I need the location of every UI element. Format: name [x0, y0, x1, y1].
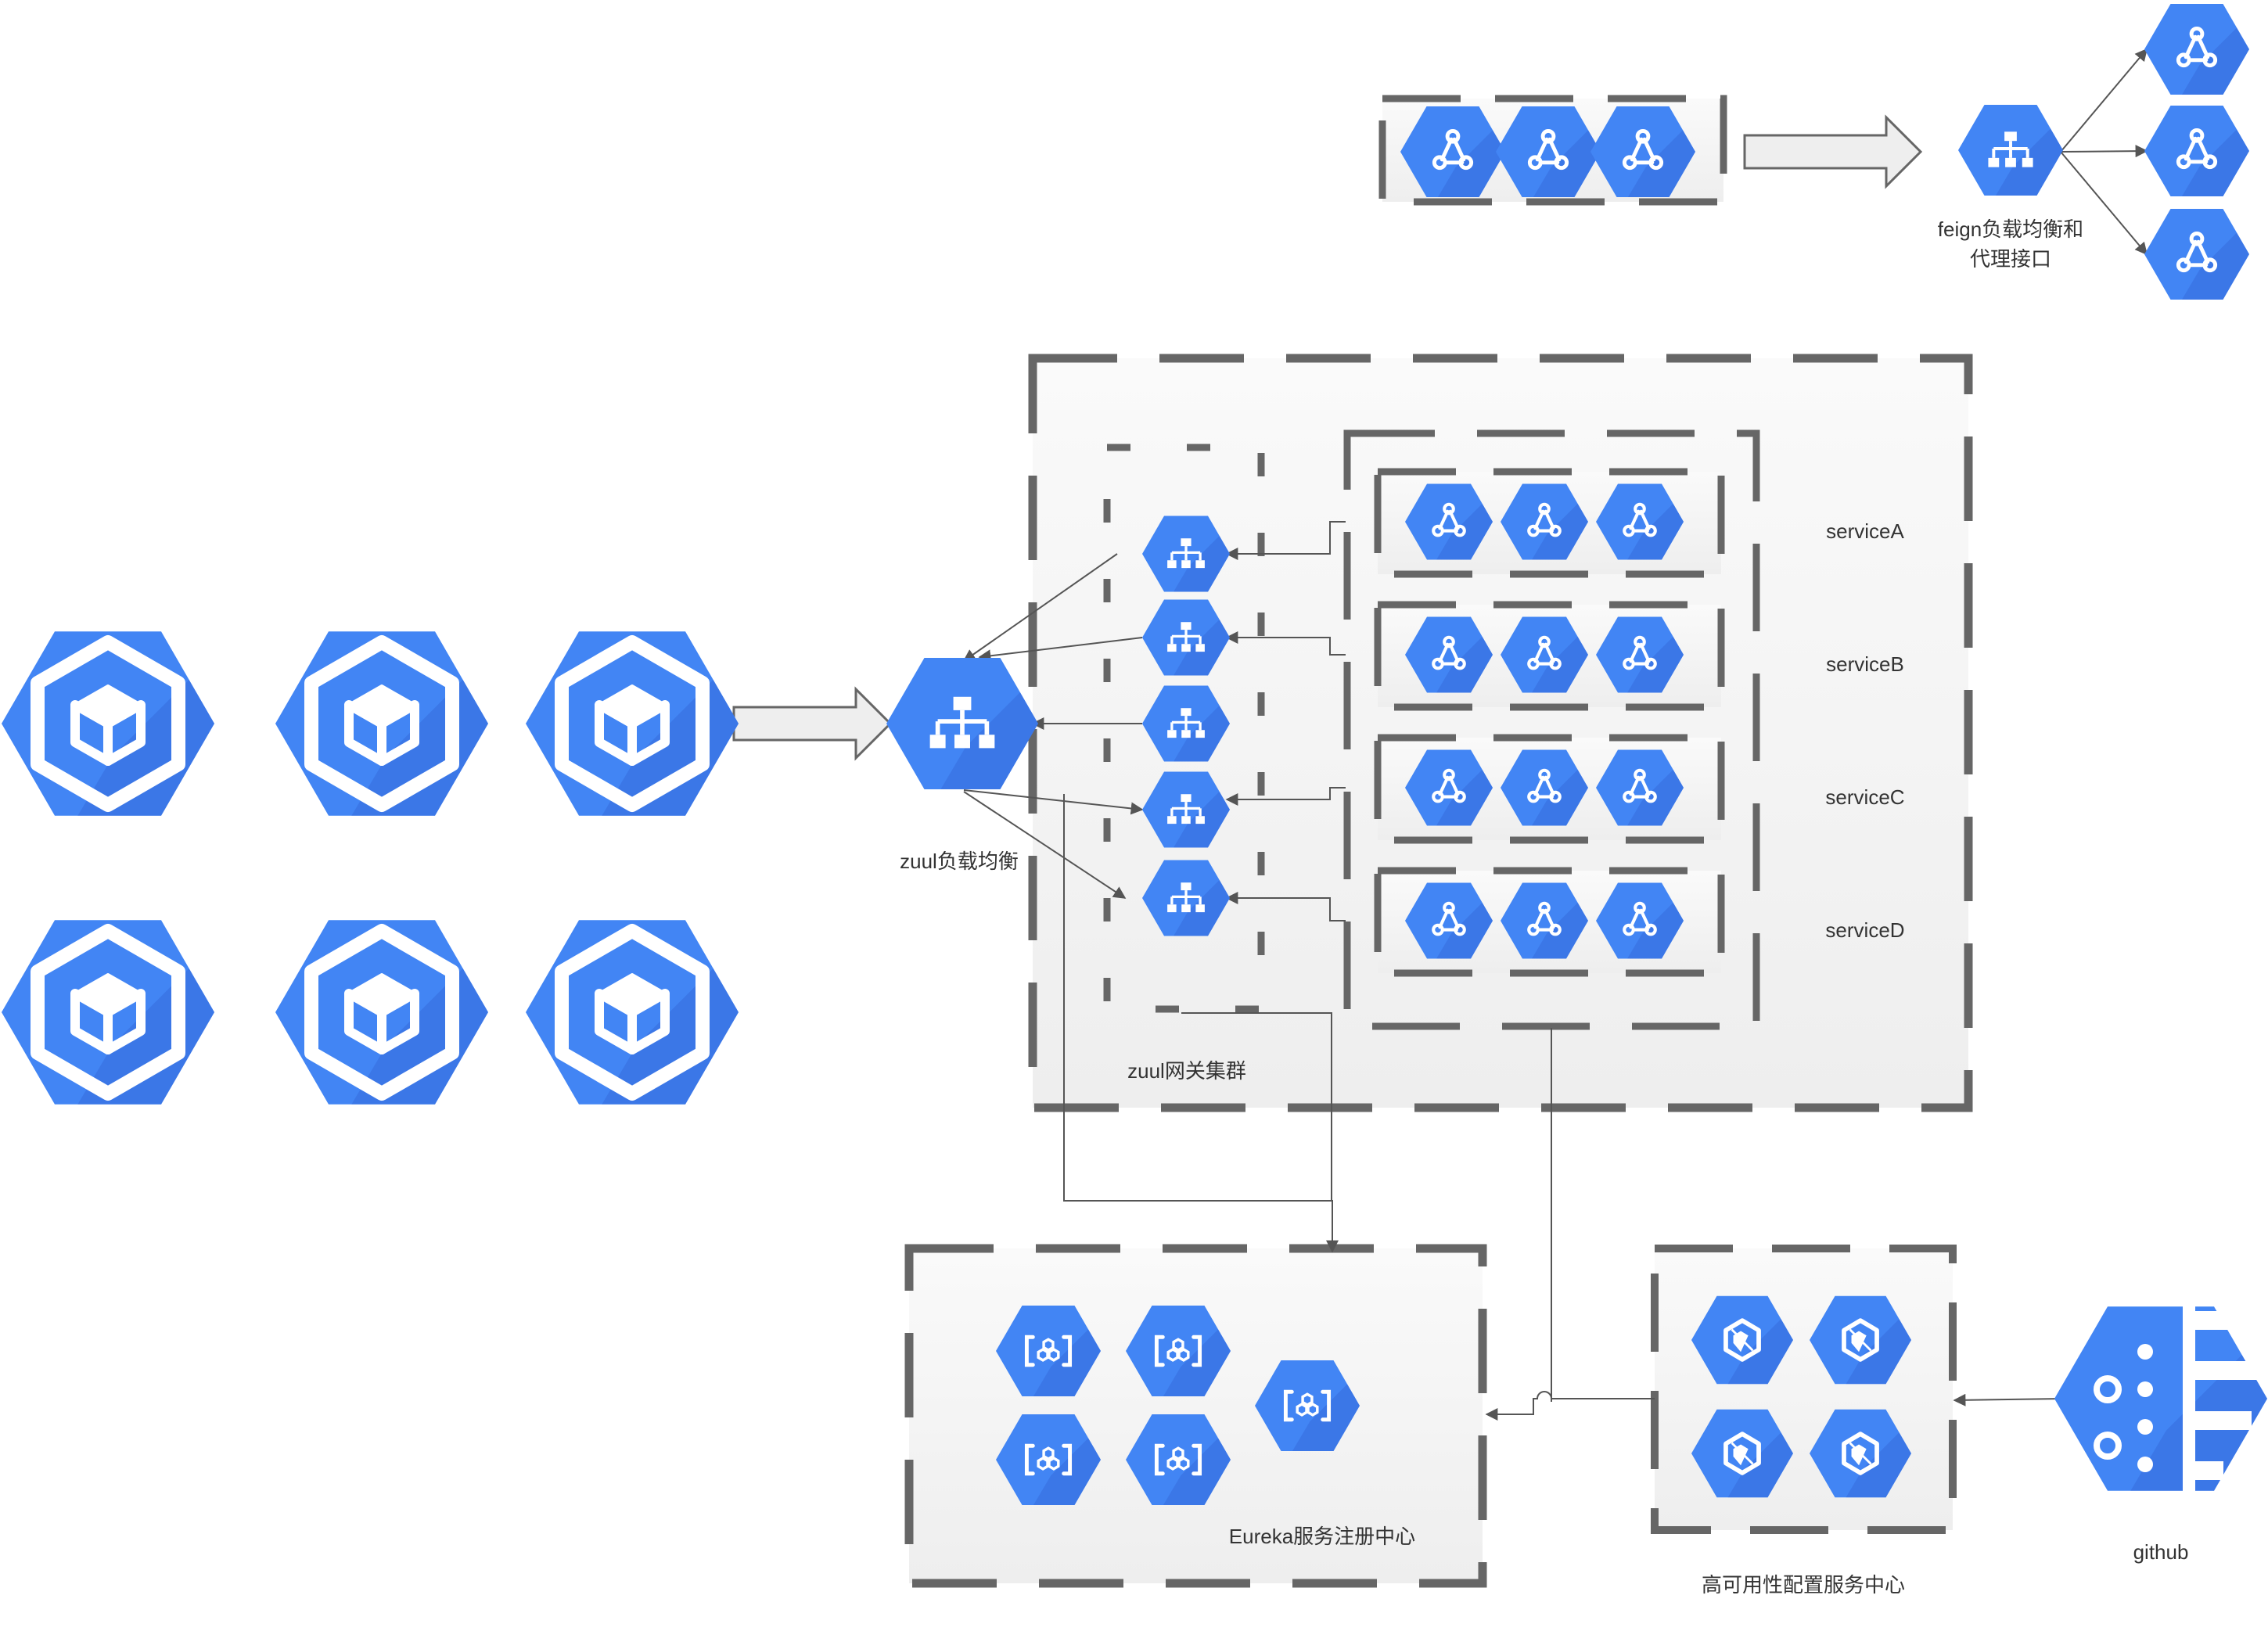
feign-label-line1: feign负载均衡和 — [1938, 217, 2083, 241]
zuul-lb-to-gw4 — [963, 789, 1144, 815]
client-block-arrow — [732, 686, 893, 761]
zuul-lb-to-gw5 — [963, 791, 1127, 899]
container-engine-icon[interactable] — [526, 612, 781, 872]
zuul-cluster-label: zuul网关集群 — [1127, 1059, 1246, 1083]
load-balancing-icon[interactable] — [1958, 95, 2084, 224]
service-b-label: serviceB — [1826, 652, 1904, 676]
eureka-label: Eureka服务注册中心 — [1229, 1525, 1415, 1548]
container-engine-icon[interactable] — [275, 900, 530, 1161]
github-label: github — [2133, 1540, 2189, 1564]
config-center-label: 高可用性配置服务中心 — [1702, 1573, 1905, 1597]
container-engine-icon[interactable] — [2, 900, 257, 1161]
service-a-label: serviceA — [1826, 519, 1904, 543]
gw2-to-zuul-lb — [978, 637, 1143, 663]
feign-to-service-1 — [2060, 48, 2148, 153]
zuul-lb-label: zuul负载均衡 — [900, 850, 1019, 873]
feign-label-line2: 代理接口 — [1970, 247, 2051, 271]
service-d-label: serviceD — [1825, 918, 1904, 942]
endpoints-service-icon[interactable] — [2144, 96, 2268, 225]
service-c-label: serviceC — [1825, 785, 1904, 809]
service-to-gateway-2 — [1225, 631, 1346, 656]
config-to-eureka — [1485, 1391, 1655, 1421]
service-cluster-frame — [1343, 429, 1760, 1030]
feign-block-arrow — [1743, 114, 1923, 189]
feign-to-service-3 — [2060, 151, 2148, 256]
endpoints-service-icon[interactable] — [2144, 199, 2268, 328]
container-engine-icon[interactable] — [275, 612, 530, 872]
feign-to-service-2 — [2060, 145, 2148, 158]
connectors — [732, 48, 2148, 1421]
service-to-gateway-1 — [1225, 521, 1346, 560]
gw1-to-zuul-lb — [962, 553, 1118, 662]
service-to-gateway-3 — [1225, 787, 1346, 806]
service-to-gateway-4 — [1225, 892, 1346, 921]
endpoints-service-icon[interactable] — [2144, 0, 2268, 123]
gateway-bottom-to-eureka — [1181, 1012, 1332, 1202]
source-repository-icon[interactable] — [2054, 1267, 2268, 1547]
container-engine-icon[interactable] — [2, 612, 257, 872]
container-engine-icon[interactable] — [526, 900, 781, 1161]
github-to-config — [1953, 1393, 2065, 1406]
config-center-group — [1651, 1245, 1957, 1534]
